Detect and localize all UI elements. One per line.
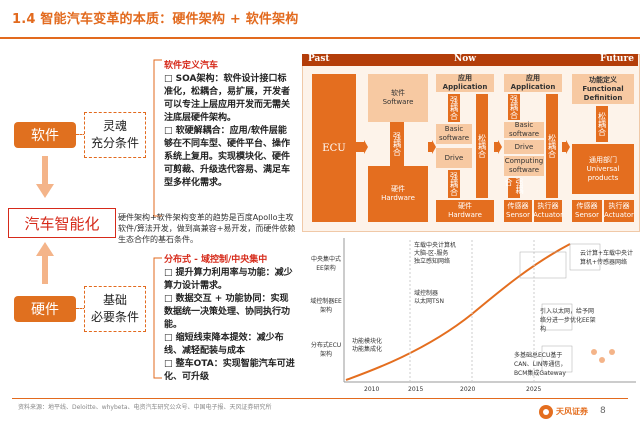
ecu-block: ECU (312, 74, 356, 222)
hw-heading: 分布式 - 域控制/中央集中 (164, 255, 268, 265)
soul-label: 灵魂 (102, 119, 127, 133)
bracket-bottom (153, 257, 162, 379)
brand-logo-icon (539, 405, 553, 419)
hw-en: Hardware (381, 194, 415, 202)
hw-cn: 硬件 (458, 202, 472, 210)
soul-box: 灵魂 充分条件 (84, 112, 146, 158)
drive-block: Drive (436, 148, 472, 168)
hardware-block-now: 硬件 Hardware (436, 200, 494, 222)
connector-line (76, 308, 86, 309)
universal-products-block: 通用部门 Universal products (572, 144, 634, 194)
chart-note: 多基础总ECU基于CAN、LIN等通信，BCM集成Gateway (514, 352, 567, 377)
chart-note: 大脑-区-服务 (414, 250, 449, 257)
drive-block: Drive (504, 140, 544, 154)
chart-note: 域控制器 (414, 290, 439, 297)
loose-coupling: 松耦合 (546, 94, 558, 198)
bracket-top (153, 59, 162, 217)
loose-coupling: 松耦合 (476, 94, 488, 198)
app-block: 应用 Application (504, 74, 562, 92)
down-arrow-icon (36, 156, 54, 198)
page-number: 8 (600, 406, 606, 416)
actuator-block: 执行器 Actuator (533, 200, 563, 222)
chart-note: 以太网TSN (414, 298, 444, 305)
necessary-label: 必要条件 (90, 310, 139, 324)
strong-coupling: 强耦合 (508, 94, 520, 120)
connector-line (76, 134, 86, 135)
actuator-block: 执行器 Actuator (604, 200, 634, 222)
foundation-label: 基础 (102, 293, 127, 307)
sw-item: □ 软硬解耦合：应用/软件层能够在不同车型、硬件平台、操作系统上复用。实现模块化… (164, 126, 291, 188)
ee-evolution-chart (343, 238, 636, 383)
strong-coupling: 强耦合 (504, 178, 524, 198)
future-label: Future (600, 54, 634, 64)
loose-coupling: 松耦合 (596, 106, 608, 142)
app-block: 应用 Application (436, 74, 494, 92)
x-tick: 2010 (364, 386, 380, 393)
basic-software-block: Basic software (436, 124, 472, 144)
chart-note: 引入以太网，给予网络分进一步优化EE架构 (540, 308, 596, 333)
chart-note: 云计算+车载中央计算机+传感器网络 (580, 250, 634, 266)
hw-item: □ 提升算力利用率与功能：减少算力设计需求。 (164, 268, 293, 291)
up-arrow-icon (36, 242, 54, 284)
sw-heading: 软件定义汽车 (164, 61, 219, 71)
brand-name: 天风证券 (556, 407, 588, 416)
trend-note: 硬件架构+软件架构变革的趋势是百度Apollo主攻软件/算法开发，做到高兼容+易… (118, 213, 296, 244)
hw-item: □ 缩短线束降本提效：减少布线、减轻配装与成本 (164, 333, 284, 356)
smart-car-center: 汽车智能化 (8, 208, 116, 238)
ylabel-central: 中央集中式EE架构 (310, 256, 341, 272)
now-label: Now (454, 54, 476, 64)
sufficient-label: 充分条件 (90, 136, 139, 150)
function-definition-block: 功能定义 Functional Definition (572, 74, 634, 104)
sensor-block: 传感器 Sensor (572, 200, 602, 222)
page-title: 1.4 智能汽车变革的本质：硬件架构 + 软件架构 (12, 12, 299, 27)
right-arrow-icon (494, 140, 502, 154)
right-arrow-icon (428, 140, 436, 154)
general-en: Universal products (586, 164, 620, 182)
hardware-pill: 硬件 (14, 296, 76, 322)
strong-coupling: 强耦合 (448, 94, 460, 122)
ylabel-domain: 域控制器EE架构 (310, 298, 342, 314)
x-tick: 2020 (460, 386, 476, 393)
software-pill: 软件 (14, 122, 76, 148)
sw-en: Software (382, 98, 414, 106)
past-label: Past (308, 54, 330, 64)
sensor-block: 传感器 Sensor (504, 200, 532, 222)
footer-divider (12, 398, 628, 399)
chart-note: 功能集成化 (352, 346, 383, 353)
computing-software-block: Computing software (504, 156, 544, 176)
hardware-block: 硬件 Hardware (368, 166, 428, 222)
right-arrow-icon (356, 140, 368, 154)
software-features: 软件定义汽车 □ SOA架构：软件设计接口标准化，松耦合，易扩展，开发者可以专注… (164, 60, 292, 190)
sw-item: □ SOA架构：软件设计接口标准化，松耦合，易扩展，开发者可以专注上层应用开发而… (164, 74, 291, 123)
strong-coupling: 强耦合 (448, 170, 460, 198)
basic-software-block: Basic software (504, 121, 544, 138)
chart-note: 功能模块化 (352, 338, 383, 345)
func-en: Functional Definition (582, 84, 624, 102)
foundation-box: 基础 必要条件 (84, 286, 146, 332)
chart-note: 车载中央计算机 (414, 242, 457, 249)
title-divider (0, 37, 640, 39)
general-cn: 通用部门 (589, 155, 617, 164)
right-arrow-icon (562, 140, 570, 154)
source-note: 资料来源：地平线、Deloitte、whybeta、电资汽车研究公众号、中国电子… (18, 404, 272, 411)
software-block: 软件 Software (368, 74, 428, 122)
x-tick: 2015 (408, 386, 424, 393)
x-tick: 2025 (526, 386, 542, 393)
chart-note: 独立感知网络 (414, 258, 451, 265)
strong-coupling: 强耦合 (390, 122, 404, 166)
hw-en: Hardware (448, 211, 482, 219)
func-cn: 功能定义 (589, 75, 617, 84)
hardware-features: 分布式 - 域控制/中央集中 □ 提升算力利用率与功能：减少算力设计需求。 □ … (164, 254, 296, 384)
hw-cn: 硬件 (391, 185, 405, 193)
ylabel-distributed: 分布式ECU架构 (310, 342, 342, 358)
hw-item: □ 数据交互 + 功能协同：实现数据统一决策处理、协同执行功能。 (164, 294, 291, 330)
sw-cn: 软件 (391, 89, 405, 97)
timeline-bar: Past Now Future (302, 54, 638, 66)
hw-item: □ 整车OTA：实现智能汽车可进化、可升级 (164, 359, 295, 382)
